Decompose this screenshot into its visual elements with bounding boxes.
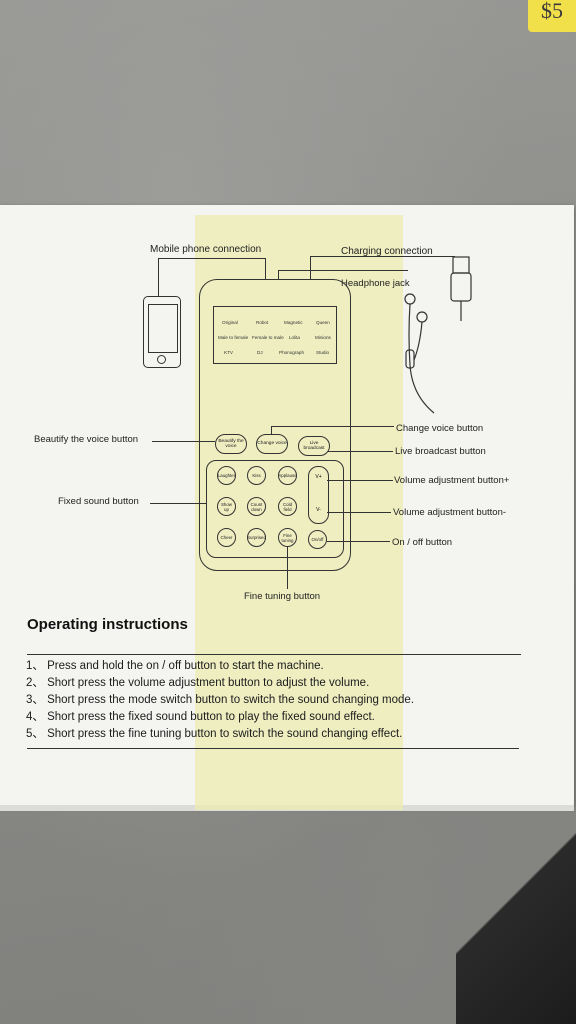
mode-minions: Minions <box>315 335 331 340</box>
instruction-3: 3、 Short press the mode switch button to… <box>26 694 415 706</box>
instruction-2: 2、 Short press the volume adjustment but… <box>26 677 370 689</box>
mode-dj: DJ <box>257 350 263 355</box>
instructions-bottom-rule <box>27 748 519 749</box>
line-fixed-sound <box>150 503 206 504</box>
mode-magnetic: Magnetic <box>284 320 303 325</box>
mode-studio: Studio <box>316 350 330 355</box>
line-volume-plus <box>327 480 393 481</box>
mode-phonograph: Phonograph <box>279 350 305 355</box>
mode-male-to-female: Male to female <box>218 335 249 340</box>
mode-original: Original <box>222 320 238 325</box>
label-on-off: On / off button <box>392 537 453 548</box>
instruction-4: 4、 Short press the fixed sound button to… <box>26 711 375 723</box>
line-headphone-v <box>278 270 279 280</box>
label-fine-tuning: Fine tuning button <box>244 591 321 602</box>
instructions-top-rule <box>27 654 521 655</box>
line-on-off <box>327 541 390 542</box>
line-phone-conn-v <box>158 258 159 296</box>
applause-button: Applause <box>278 466 297 485</box>
line-change-voice-h <box>271 426 394 427</box>
line-charging-v <box>310 256 311 280</box>
label-fixed-sound: Fixed sound button <box>58 496 139 507</box>
label-beautify-voice: Beautify the voice button <box>34 434 139 445</box>
mode-robot: Robot <box>256 320 269 325</box>
kiss-button: Kiss <box>247 466 266 485</box>
line-beautify <box>152 441 215 442</box>
on-off-round-button: On/off <box>308 530 327 549</box>
count-down-button: Count down <box>247 497 266 516</box>
smartphone-icon <box>143 296 181 368</box>
fine-tuning-round-button: Fine tuning <box>278 528 297 547</box>
mode-screen: Original Robot Magnetic Queen Male to fe… <box>213 306 337 364</box>
instructions-heading: Operating instructions <box>27 616 188 633</box>
mode-female-to-male: Female to male <box>252 335 284 340</box>
cheer-button: Cheer <box>217 528 236 547</box>
dark-object-corner <box>456 824 576 1024</box>
mode-ktv: KTV <box>224 350 233 355</box>
line-phone-conn-v2 <box>265 258 266 280</box>
label-volume-plus: Volume adjustment button+ <box>394 475 510 486</box>
instruction-5: 5、 Short press the fine tuning button to… <box>26 728 403 740</box>
instruction-1: 1、 Press and hold the on / off button to… <box>26 660 324 672</box>
line-volume-minus <box>327 512 391 513</box>
price-sticker: $5 <box>528 0 576 32</box>
v-minus-label: V- <box>316 507 321 513</box>
v-plus-label: V+ <box>315 474 322 480</box>
show-up-button: Show up <box>217 497 236 516</box>
live-broadcast-pill: Live broadcast <box>298 436 330 456</box>
line-charging-h <box>310 256 455 257</box>
mode-queen: Queen <box>316 320 330 325</box>
cold-field-button: Cold field <box>278 497 297 516</box>
mode-lolita: Lolita <box>289 335 300 340</box>
label-mobile-phone-connection: Mobile phone connection <box>150 244 262 255</box>
line-live-broadcast <box>328 451 393 452</box>
label-live-broadcast: Live broadcast button <box>395 446 486 457</box>
line-change-voice-v <box>271 426 272 434</box>
change-voice-pill: Change voice <box>256 434 288 454</box>
line-headphone-h <box>278 270 408 271</box>
label-volume-minus: Volume adjustment button- <box>393 507 507 518</box>
line-fine-tuning <box>287 546 288 589</box>
label-charging-connection: Charging connection <box>341 246 433 257</box>
label-headphone-jack: Headphone jack <box>341 278 410 289</box>
volume-rocker: V+ V- <box>308 466 329 524</box>
surprised-button: Surprised <box>247 528 266 547</box>
fixed-sound-keypad <box>206 460 344 558</box>
usb-and-earphone-icon <box>404 256 472 414</box>
voice-changer-device <box>199 279 351 571</box>
line-phone-conn-h <box>158 258 265 259</box>
label-change-voice: Change voice button <box>396 423 484 434</box>
beautify-voice-button: Beautify the voice <box>215 434 247 454</box>
laughter-button: Laughter <box>217 466 236 485</box>
